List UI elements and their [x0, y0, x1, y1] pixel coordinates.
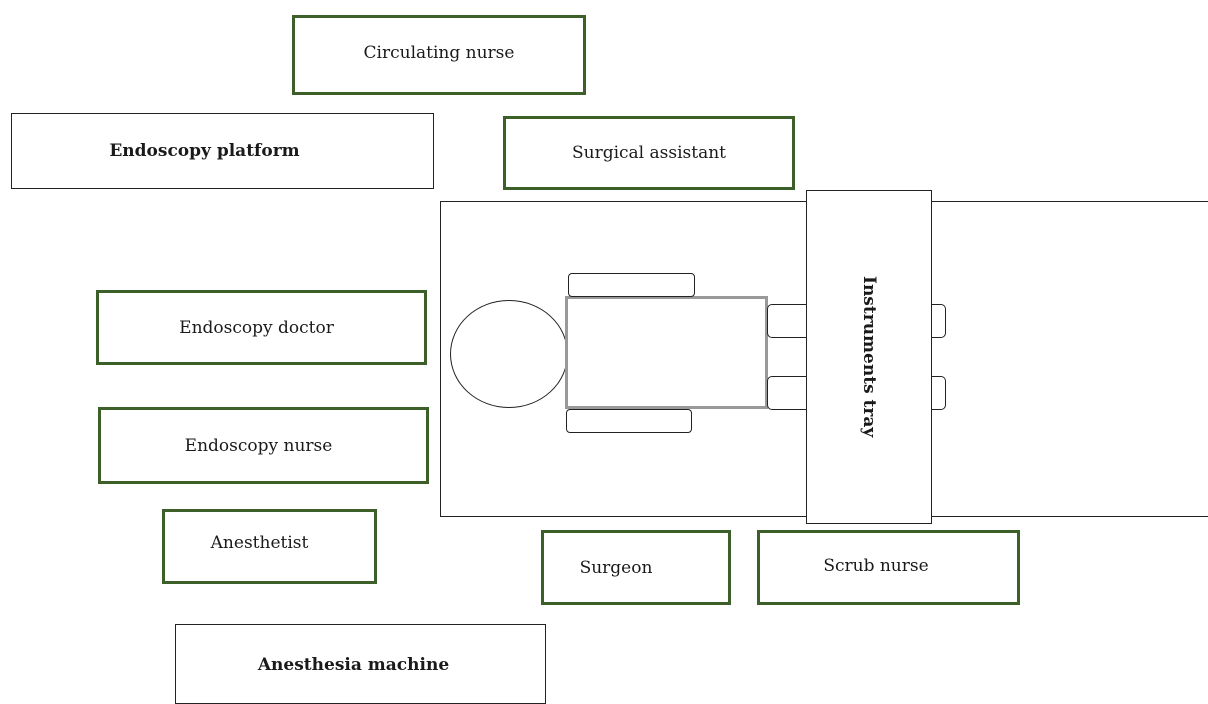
scrub-nurse-label: Scrub nurse: [823, 555, 929, 576]
anesthetist-box: Anesthetist: [162, 509, 377, 584]
patient-arm-upper: [568, 273, 695, 297]
scrub-nurse-box: Scrub nurse: [757, 530, 1020, 605]
endoscopy-nurse-box: Endoscopy nurse: [98, 407, 429, 484]
endoscopy-doctor-label: Endoscopy doctor: [179, 317, 334, 338]
surgeon-label: Surgeon: [579, 557, 653, 578]
surgical-assistant-box: Surgical assistant: [503, 116, 795, 190]
anesthesia-machine-box: Anesthesia machine: [175, 624, 546, 704]
anesthetist-label: Anesthetist: [210, 532, 309, 553]
endoscopy-doctor-box: Endoscopy doctor: [96, 290, 427, 365]
endoscopy-platform-box: Endoscopy platform: [11, 113, 434, 189]
endoscopy-platform-label: Endoscopy platform: [109, 141, 300, 161]
endoscopy-nurse-label: Endoscopy nurse: [184, 435, 333, 456]
circulating-nurse-box: Circulating nurse: [292, 15, 586, 95]
surgical-assistant-label: Surgical assistant: [571, 143, 727, 163]
circulating-nurse-label: Circulating nurse: [363, 43, 515, 63]
patient-arm-lower: [566, 409, 692, 433]
patient-head: [450, 300, 568, 408]
instruments-tray-label: Instruments tray: [859, 276, 879, 438]
anesthesia-machine-label: Anesthesia machine: [257, 655, 450, 675]
instruments-tray: Instruments tray: [806, 190, 932, 524]
surgeon-box: Surgeon: [541, 530, 731, 605]
patient-body: [565, 296, 768, 409]
